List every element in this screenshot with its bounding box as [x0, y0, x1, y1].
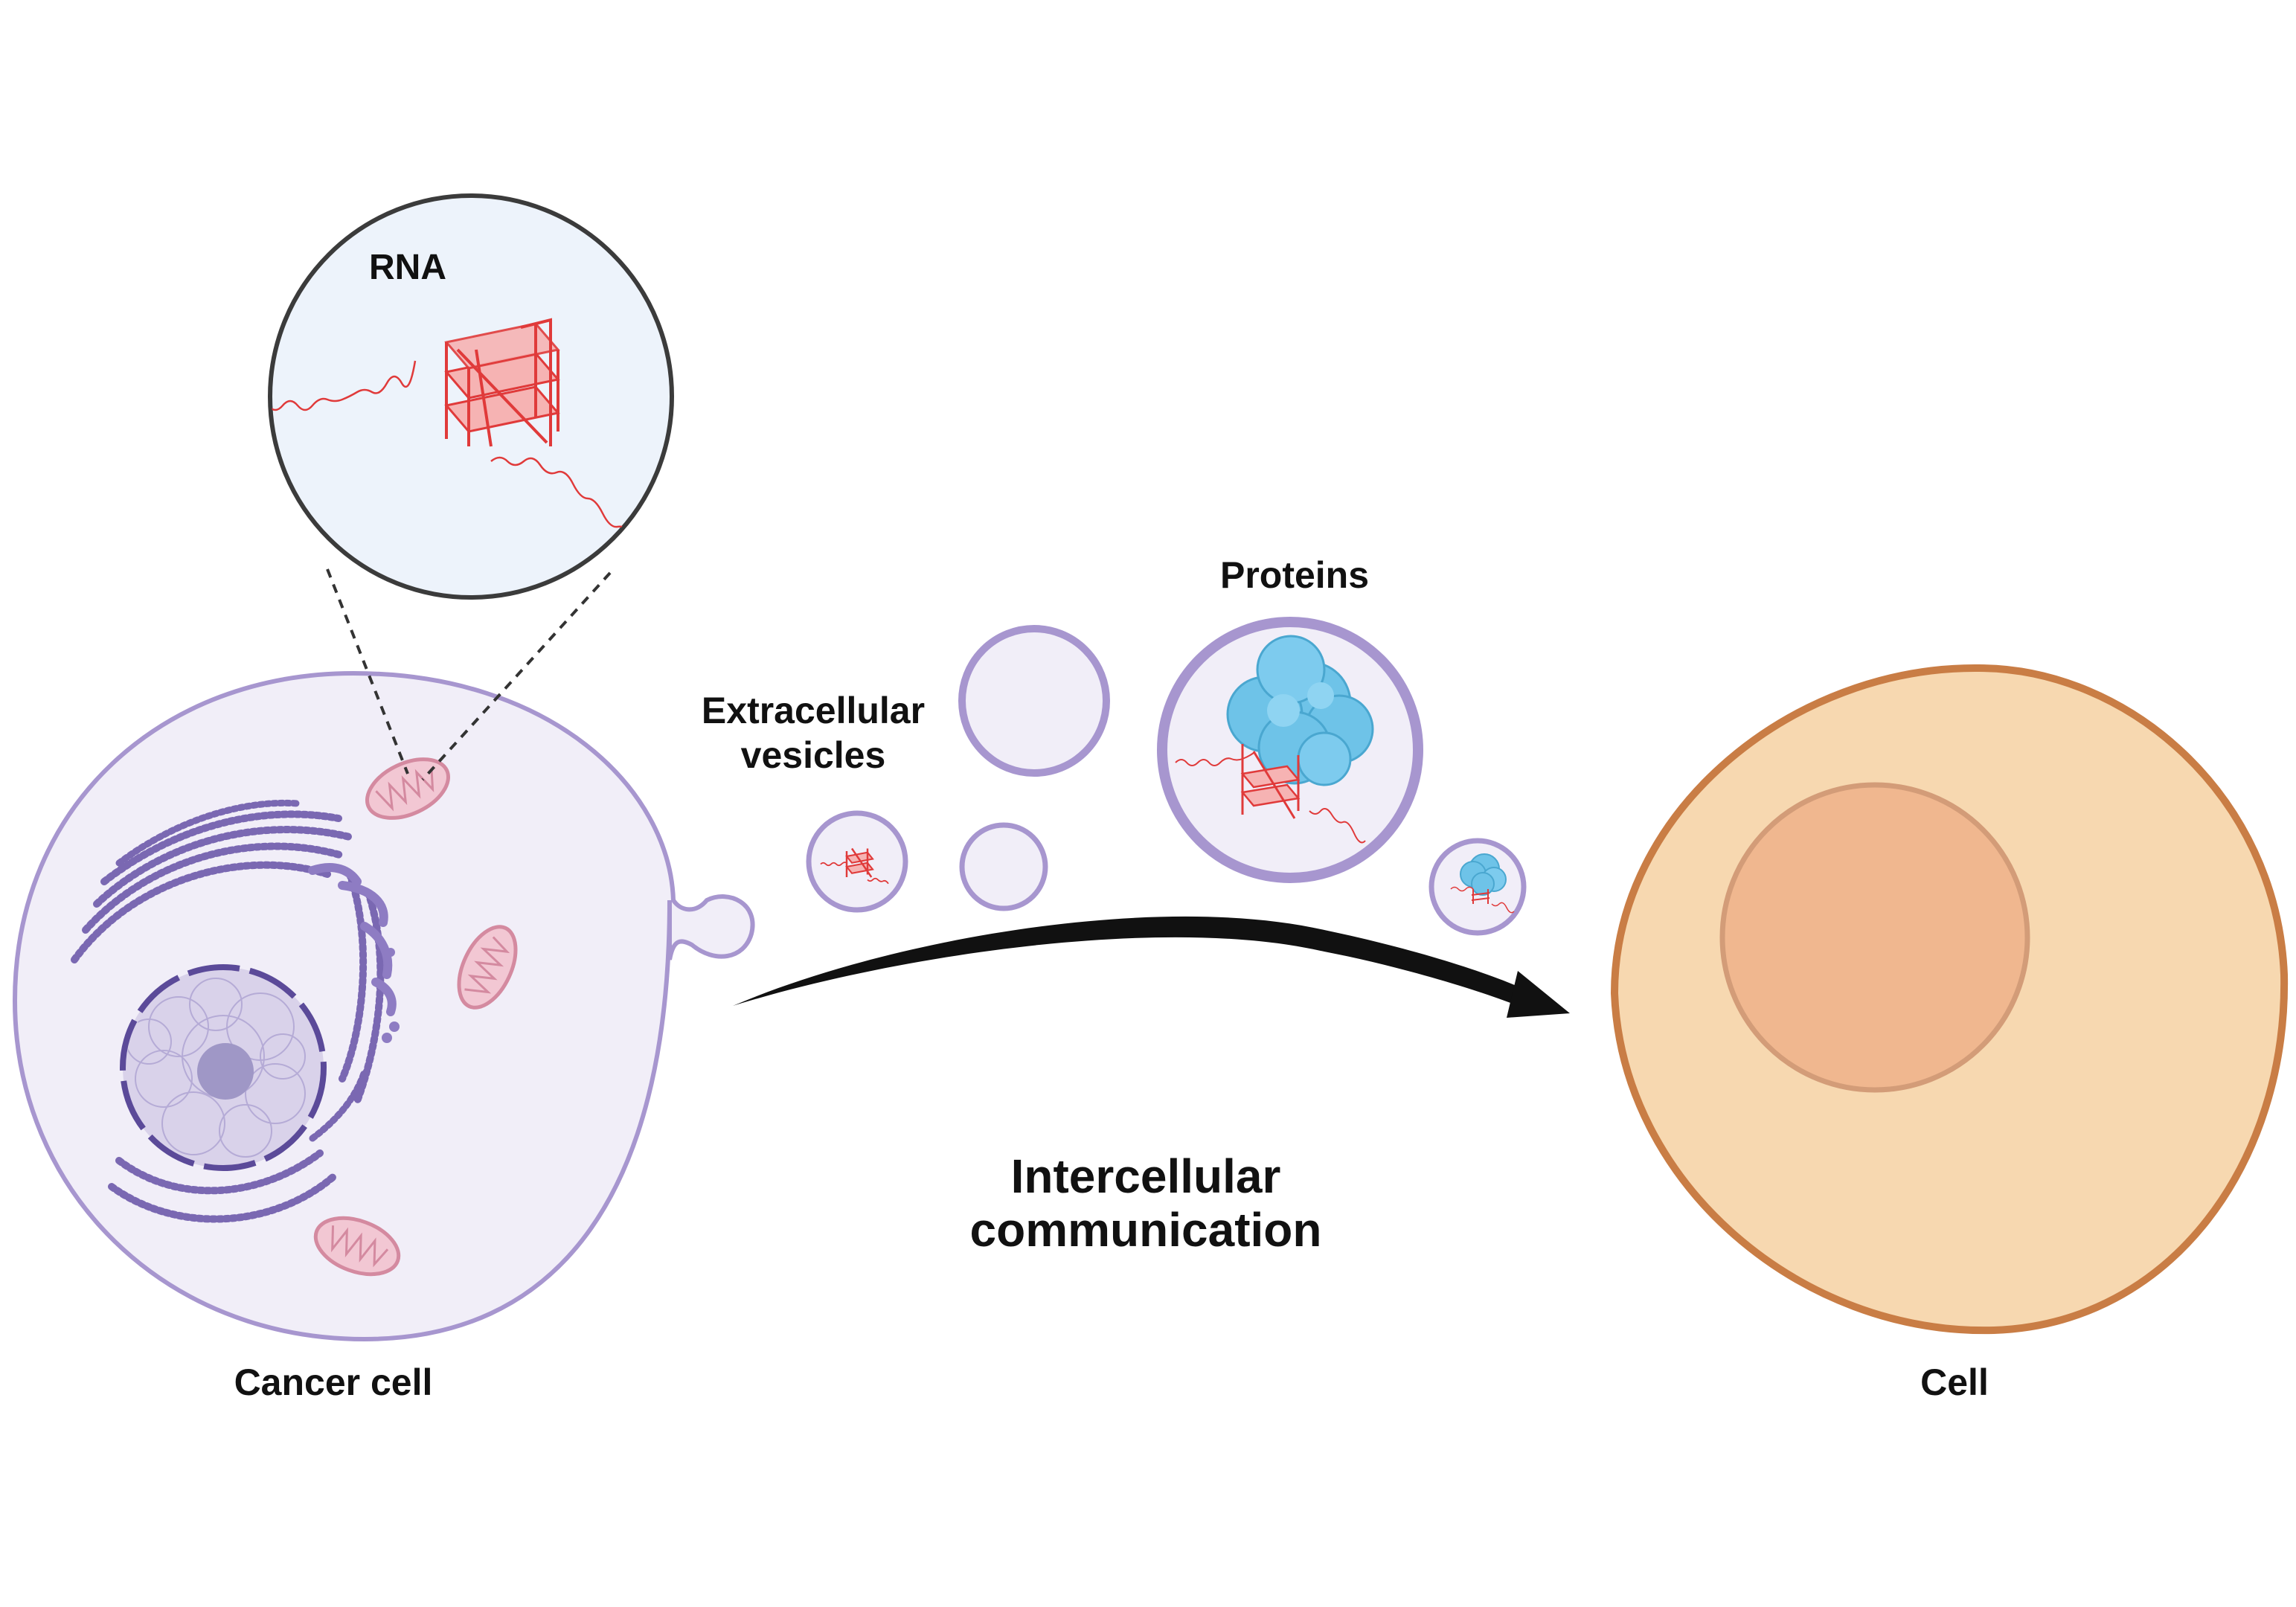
- zoom-lines: [326, 568, 612, 781]
- rna-label: RNA: [369, 248, 446, 287]
- cell-label: Cell: [1920, 1361, 1989, 1403]
- vesicle-with-protein-large: [1157, 617, 1423, 883]
- target-cell: [1610, 664, 2289, 1335]
- vesicle-with-rna: [806, 810, 908, 913]
- extracellular-vesicles-label-line1: Extracellular: [702, 690, 925, 731]
- rna-structure-icon: [272, 318, 648, 541]
- mitochondrion-icon: [313, 757, 518, 1277]
- nucleus-icon: [120, 964, 327, 1171]
- protein-icon: [1226, 635, 1374, 786]
- vesicle-with-protein-small: [1428, 838, 1527, 936]
- rna-zoom-circle: RNA: [268, 193, 674, 600]
- cancer-cell: [12, 670, 755, 1342]
- vesicle-large-empty: [958, 625, 1110, 777]
- rna-structure-icon: [1175, 744, 1366, 844]
- nucleus-icon: [1719, 782, 2030, 1093]
- vesicle-small-empty: [959, 822, 1048, 911]
- intercellular-communication-label-line1: Intercellular: [1011, 1149, 1281, 1203]
- arrow-icon: [733, 916, 1570, 1018]
- intercellular-communication-label-line2: communication: [970, 1203, 1322, 1257]
- extracellular-vesicles-label-line2: vesicles: [741, 734, 886, 776]
- endoplasmic-reticulum-icon: [71, 799, 385, 1223]
- golgi-icon: [308, 863, 400, 1043]
- cancer-cell-label: Cancer cell: [234, 1361, 433, 1403]
- proteins-label: Proteins: [1220, 554, 1369, 596]
- extracellular-vesicles: [806, 617, 1527, 936]
